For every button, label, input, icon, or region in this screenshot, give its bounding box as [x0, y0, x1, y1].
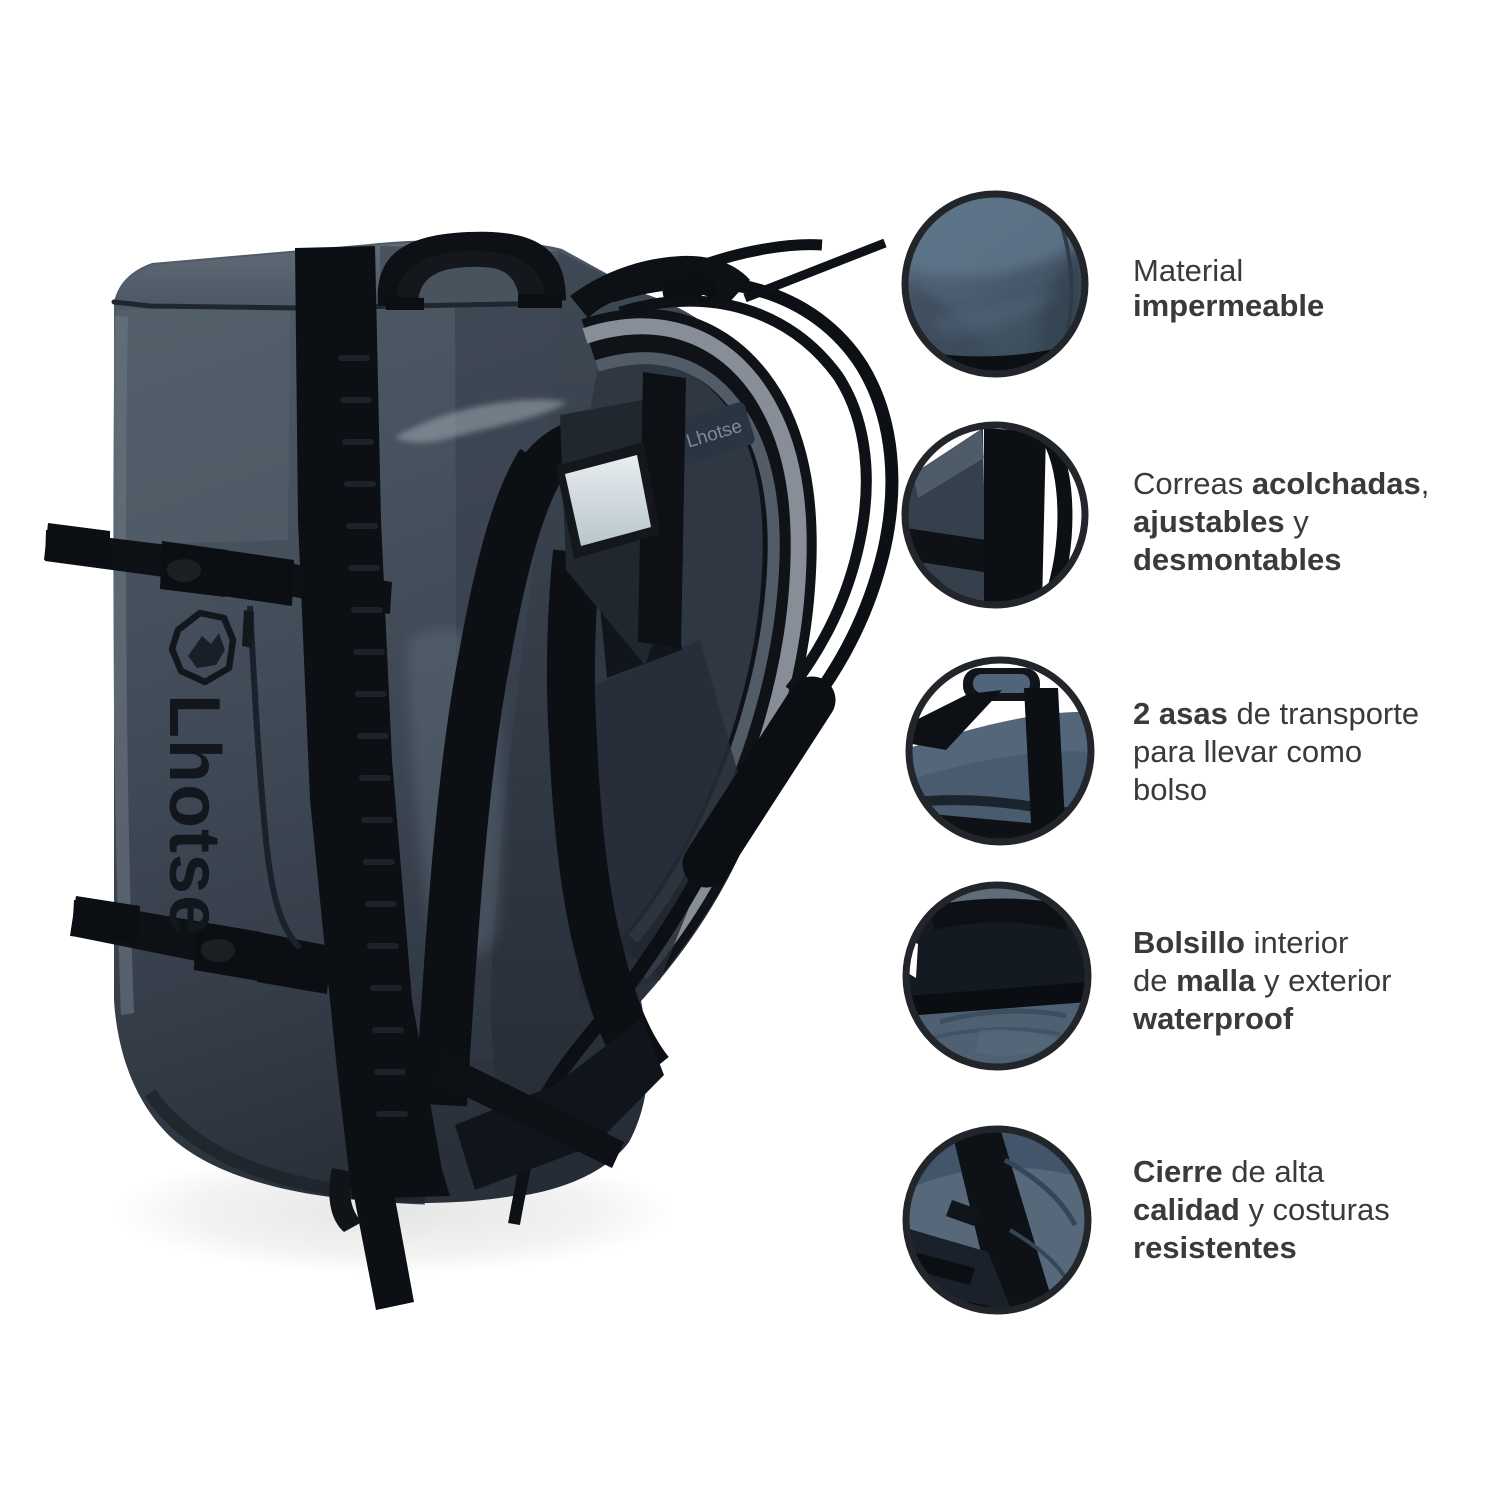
svg-text:Lhotse: Lhotse	[154, 694, 234, 936]
